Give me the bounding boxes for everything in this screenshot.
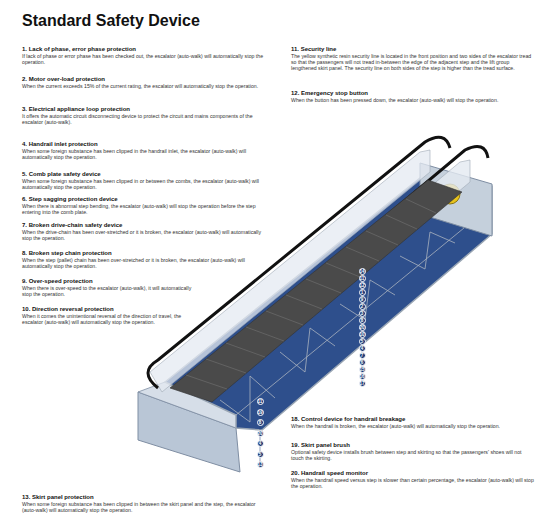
item-description: When the current exceeds 15% of the curr…: [22, 83, 267, 89]
item-description: When the step (pallet) chain has been ov…: [22, 257, 267, 269]
callout-number: 20: [359, 324, 366, 331]
item-description: The yellow synthetic resin security line…: [291, 53, 535, 72]
step-band: [170, 180, 462, 402]
callout-text: 8: [259, 420, 262, 425]
callout-text: 10: [360, 332, 365, 337]
callout-text: 12: [360, 283, 365, 288]
item-heading: 1. Lack of phase, error phase protection: [22, 46, 267, 53]
item-description: It offers the automatic circuit disconne…: [22, 113, 267, 125]
item-description: If lack of phase or error phase has been…: [22, 53, 267, 65]
item-description: Optional safety device installs brush be…: [291, 449, 535, 461]
item-heading: 12. Emergency stop button: [291, 90, 535, 97]
callout-number: 20: [257, 430, 264, 437]
callout-number: 14: [359, 268, 366, 275]
page-title: Standard Safety Device: [22, 12, 200, 30]
callout-text: 3: [361, 311, 364, 316]
callout-number: 19: [257, 409, 264, 416]
callout-number: 8: [257, 419, 264, 426]
item-description: When the handrail speed versus step is s…: [291, 477, 535, 489]
callout-text: 4: [259, 441, 262, 446]
callout-text: 16: [360, 374, 365, 379]
callout-number: 10: [359, 331, 366, 338]
item-heading: 7. Broken drive-chain safety device: [22, 222, 267, 229]
callout-number: 17: [359, 380, 366, 387]
callout-number: 5: [257, 451, 264, 458]
callout-text: 7: [361, 353, 364, 358]
callout-text: 14: [360, 269, 365, 274]
item-heading: 11. Security line: [291, 46, 535, 53]
callout-text: 11: [360, 276, 365, 281]
callout-number: 4: [359, 345, 366, 352]
item-description: When the button has been pressed down, t…: [291, 97, 535, 103]
callout-number: 7: [359, 352, 366, 359]
callout-number: 11: [257, 398, 264, 405]
callout-number: 13: [257, 461, 264, 468]
item-description: When it comes the unintentional reversal…: [22, 313, 202, 325]
callout-text: 15: [360, 367, 365, 372]
callout-text: 17: [360, 381, 365, 386]
callout-number: 5: [359, 338, 366, 345]
item-heading: 19. Skirt panel brush: [291, 442, 535, 449]
callout-number: 4: [257, 440, 264, 447]
callout-number: 12: [359, 282, 366, 289]
item-heading: 18. Control device for handrail breakage: [291, 416, 535, 423]
callout-number: 15: [359, 366, 366, 373]
callout-number: 16: [359, 373, 366, 380]
callout-text: 5: [259, 452, 262, 457]
balustrade-glass: [150, 150, 430, 392]
callout-text: 8: [361, 318, 364, 323]
callout-number: 8: [359, 317, 366, 324]
callout-text: 11: [258, 399, 263, 404]
item-description: When there is over-speed to the escalato…: [22, 285, 202, 297]
item-description: When the drive-chain has been over-stret…: [22, 229, 267, 241]
callout-number: 9: [359, 296, 366, 303]
item-heading: 3. Electrical appliance loop protection: [22, 106, 267, 113]
item-heading: 8. Broken step chain protection: [22, 250, 267, 257]
callout-number: 1: [359, 289, 366, 296]
item-heading: 4. Handrail inlet protection: [22, 141, 267, 148]
item-description: When the handrail is broken, the escalat…: [291, 423, 535, 429]
callout-text: 5: [361, 339, 364, 344]
item-heading: 9. Over-speed protection: [22, 278, 202, 285]
item-description: When some foreign substance has been cli…: [22, 501, 267, 513]
item-heading: 10. Direction reversal protection: [22, 306, 202, 313]
callout-text: 20: [258, 431, 263, 436]
callout-text: 2: [361, 304, 364, 309]
callout-number: 6: [359, 359, 366, 366]
callout-text: 20: [360, 325, 365, 330]
callout-number: 3: [359, 310, 366, 317]
item-heading: 20. Handrail speed monitor: [291, 470, 535, 477]
callout-text: 9: [361, 297, 364, 302]
item-description: When some foreign substance has been cli…: [22, 148, 267, 160]
callout-number: 11: [359, 275, 366, 282]
step-lines: [186, 199, 436, 389]
callout-text: 4: [361, 346, 364, 351]
callout-number: 2: [359, 303, 366, 310]
callout-text: 1: [361, 290, 364, 295]
item-heading: 2. Motor over-load protection: [22, 76, 267, 83]
callout-text: 19: [258, 410, 263, 415]
item-heading: 5. Comb plate safety device: [22, 171, 267, 178]
item-description: When some foreign substance has been cli…: [22, 178, 267, 190]
item-description: When there is abnormal step bending, the…: [22, 203, 267, 215]
callout-text: 13: [258, 462, 263, 467]
callout-text: 6: [361, 360, 364, 365]
item-heading: 13. Skirt panel protection: [22, 494, 267, 501]
item-heading: 6. Step sagging protection device: [22, 196, 267, 203]
